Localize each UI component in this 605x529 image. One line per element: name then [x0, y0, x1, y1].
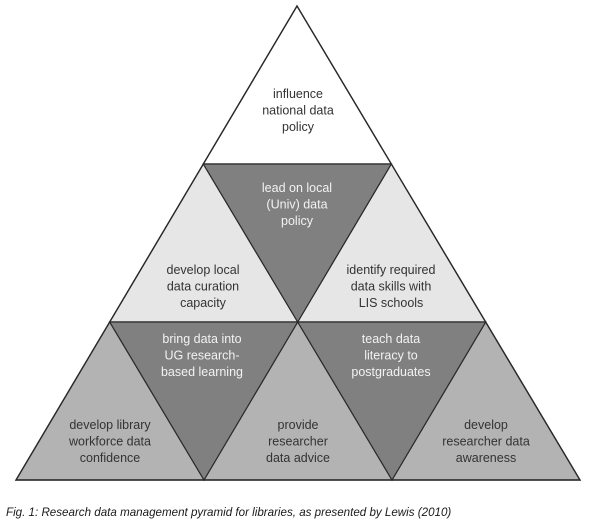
label-line: national data	[262, 104, 334, 118]
label-bottom-inv-right: teach data literacy to postgraduates	[351, 332, 430, 379]
label-line: awareness	[456, 451, 516, 465]
label-line: develop local	[167, 263, 240, 277]
pyramid-outline	[14, 4, 582, 481]
label-line: workforce data	[68, 435, 151, 449]
label-line: provide	[278, 418, 319, 432]
label-line: develop	[464, 418, 508, 432]
label-line: identify required	[347, 263, 436, 277]
label-bottom-left: develop library workforce data confidence	[68, 418, 151, 465]
label-line: confidence	[80, 451, 141, 465]
label-line: develop library	[69, 418, 151, 432]
triangle-bottom-inv-right	[296, 321, 487, 482]
label-mid-center: lead on local (Univ) data policy	[262, 181, 332, 228]
label-line: postgraduates	[351, 365, 430, 379]
label-line: data advice	[266, 451, 330, 465]
label-line: bring data into	[162, 332, 241, 346]
label-bottom-right: develop researcher data awareness	[442, 418, 530, 465]
label-line: data curation	[167, 280, 239, 294]
label-mid-left: develop local data curation capacity	[167, 263, 240, 310]
label-line: capacity	[180, 296, 227, 310]
label-line: teach data	[362, 332, 420, 346]
triangle-mid-center	[202, 163, 393, 324]
label-bottom-center: provide researcher data advice	[266, 418, 330, 465]
label-line: policy	[281, 214, 314, 228]
label-line: based learning	[161, 365, 243, 379]
label-line: policy	[282, 120, 315, 134]
label-line: influence	[273, 87, 323, 101]
label-line: researcher	[268, 435, 328, 449]
label-line: LIS schools	[359, 296, 424, 310]
label-line: (Univ) data	[266, 198, 327, 212]
label-line: lead on local	[262, 181, 332, 195]
label-line: literacy to	[364, 349, 418, 363]
triangle-top	[202, 4, 393, 165]
figure-caption: Fig. 1: Research data management pyramid…	[6, 506, 452, 519]
label-top: influence national data policy	[262, 87, 334, 134]
triangle-bottom-inv-left	[108, 321, 299, 482]
label-line: researcher data	[442, 435, 530, 449]
label-line: UG research-	[164, 349, 239, 363]
label-bottom-inv-left: bring data into UG research-based learnin…	[161, 332, 243, 379]
label-line: data skills with	[351, 280, 432, 294]
